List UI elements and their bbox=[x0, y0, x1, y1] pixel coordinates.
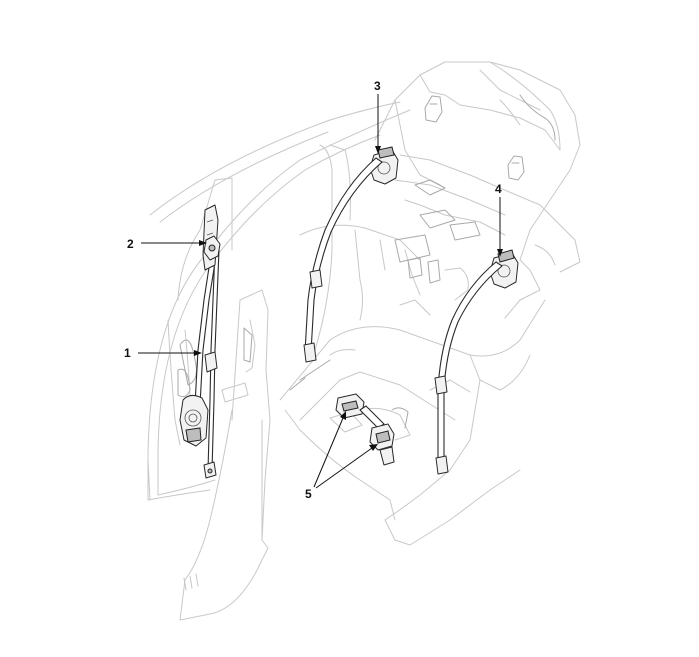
callout-5-leader-b bbox=[315, 447, 373, 489]
rear-left-seat-belt-assembly bbox=[303, 146, 399, 363]
callout-1-arrow bbox=[194, 350, 202, 356]
callout-3-arrow bbox=[375, 146, 381, 154]
callout-5-leader-a bbox=[313, 417, 344, 488]
callouts: 1 2 3 4 5 bbox=[124, 79, 503, 501]
rear-buckle-assemblies bbox=[335, 393, 395, 466]
callout-4-arrow bbox=[497, 249, 503, 257]
buckle-strap bbox=[359, 405, 385, 429]
vehicle-body bbox=[147, 61, 581, 621]
d-ring-bolt bbox=[208, 244, 216, 252]
callout-3-label: 3 bbox=[374, 79, 381, 93]
rear-right-lower-anchor bbox=[435, 455, 449, 475]
rear-left-lower-anchor bbox=[303, 342, 317, 363]
callout-2-label: 2 bbox=[127, 237, 134, 251]
callout-2-arrow bbox=[199, 240, 207, 246]
rear-right-seat-belt-assembly bbox=[434, 249, 519, 475]
rear-right-belt-webbing bbox=[437, 261, 503, 466]
callout-5-arrow-b bbox=[369, 444, 378, 451]
rear-right-belt-guide bbox=[434, 375, 448, 395]
rear-left-belt-webbing bbox=[304, 157, 383, 353]
rear-left-belt-guide bbox=[309, 269, 323, 289]
front-seat-belt-assembly bbox=[179, 204, 221, 479]
callout-1-label: 1 bbox=[124, 346, 131, 360]
callout-4-label: 4 bbox=[495, 182, 502, 196]
rear-buckle-anchor bbox=[379, 446, 395, 466]
belt-guide bbox=[204, 351, 218, 373]
callout-5-arrow-a bbox=[340, 411, 346, 420]
callout-5-label: 5 bbox=[305, 487, 312, 501]
